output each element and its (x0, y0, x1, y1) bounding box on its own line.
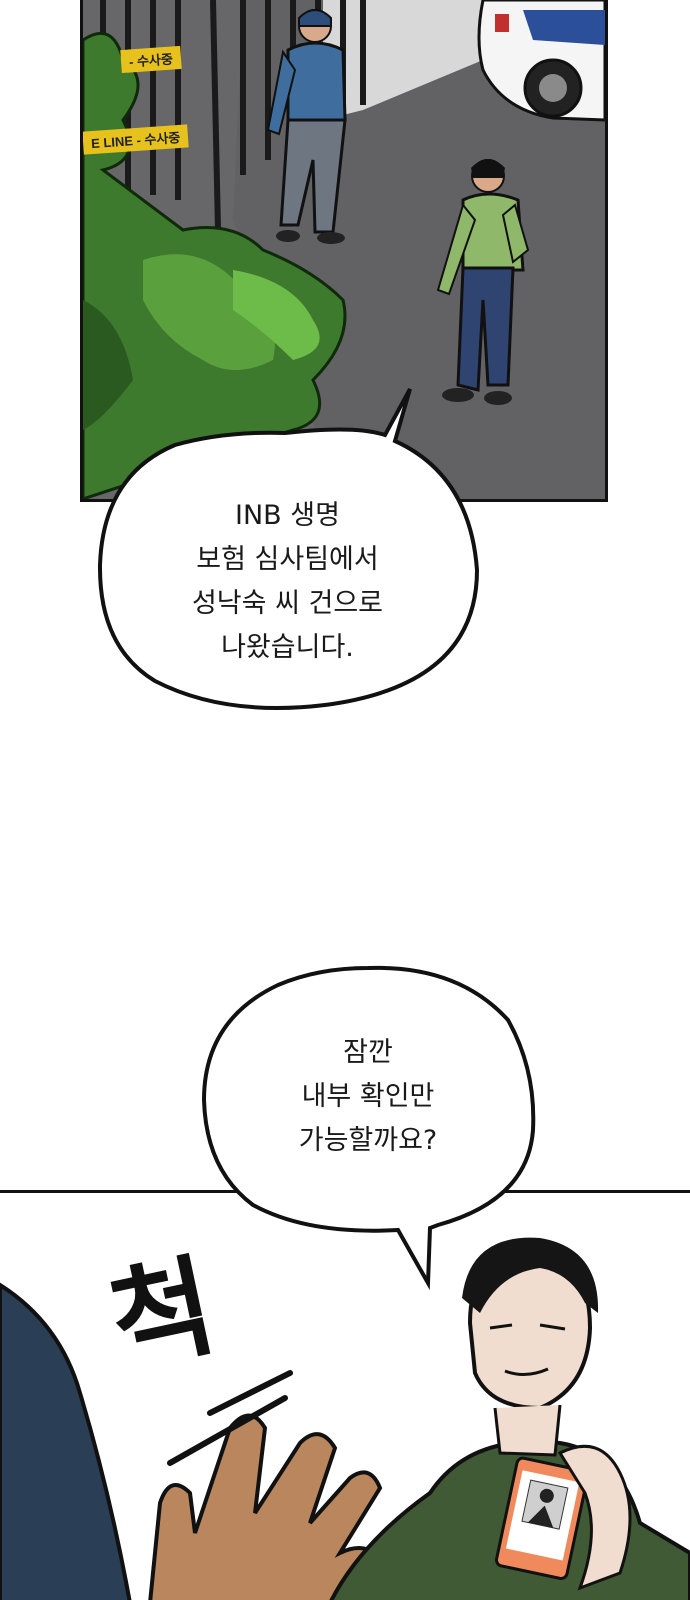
police-tape-1: - 수사중 (120, 45, 182, 74)
speech-bubble-1-text: INB 생명 보험 심사팀에서 성낙숙 씨 건으로 나왔습니다. (191, 499, 384, 663)
bushes (83, 31, 347, 499)
speech-bubble-1: INB 생명 보험 심사팀에서 성낙숙 씨 건으로 나왔습니다. (95, 385, 480, 730)
id-badge (494, 1456, 590, 1580)
reaching-hand (148, 1413, 383, 1600)
speech-bubble-shape (97, 388, 480, 710)
smiling-man (329, 1237, 690, 1600)
bottom-comic-panel (0, 1190, 690, 1600)
police-car (477, 0, 605, 122)
top-comic-panel: - 수사중 E LINE - 수사중 (80, 0, 608, 502)
motion-lines (167, 1370, 293, 1466)
speech-bubble-2-text: 잠깐 내부 확인만 가능할까요? (298, 1036, 438, 1156)
green-shirt-man (436, 159, 530, 405)
speech-bubble-shape (201, 965, 536, 1291)
police-officer (266, 9, 347, 244)
speech-bubble-2: 잠깐 내부 확인만 가능할까요? (198, 960, 538, 1295)
crime-scene-illustration (83, 0, 605, 499)
id-badge-illustration (0, 1237, 690, 1600)
